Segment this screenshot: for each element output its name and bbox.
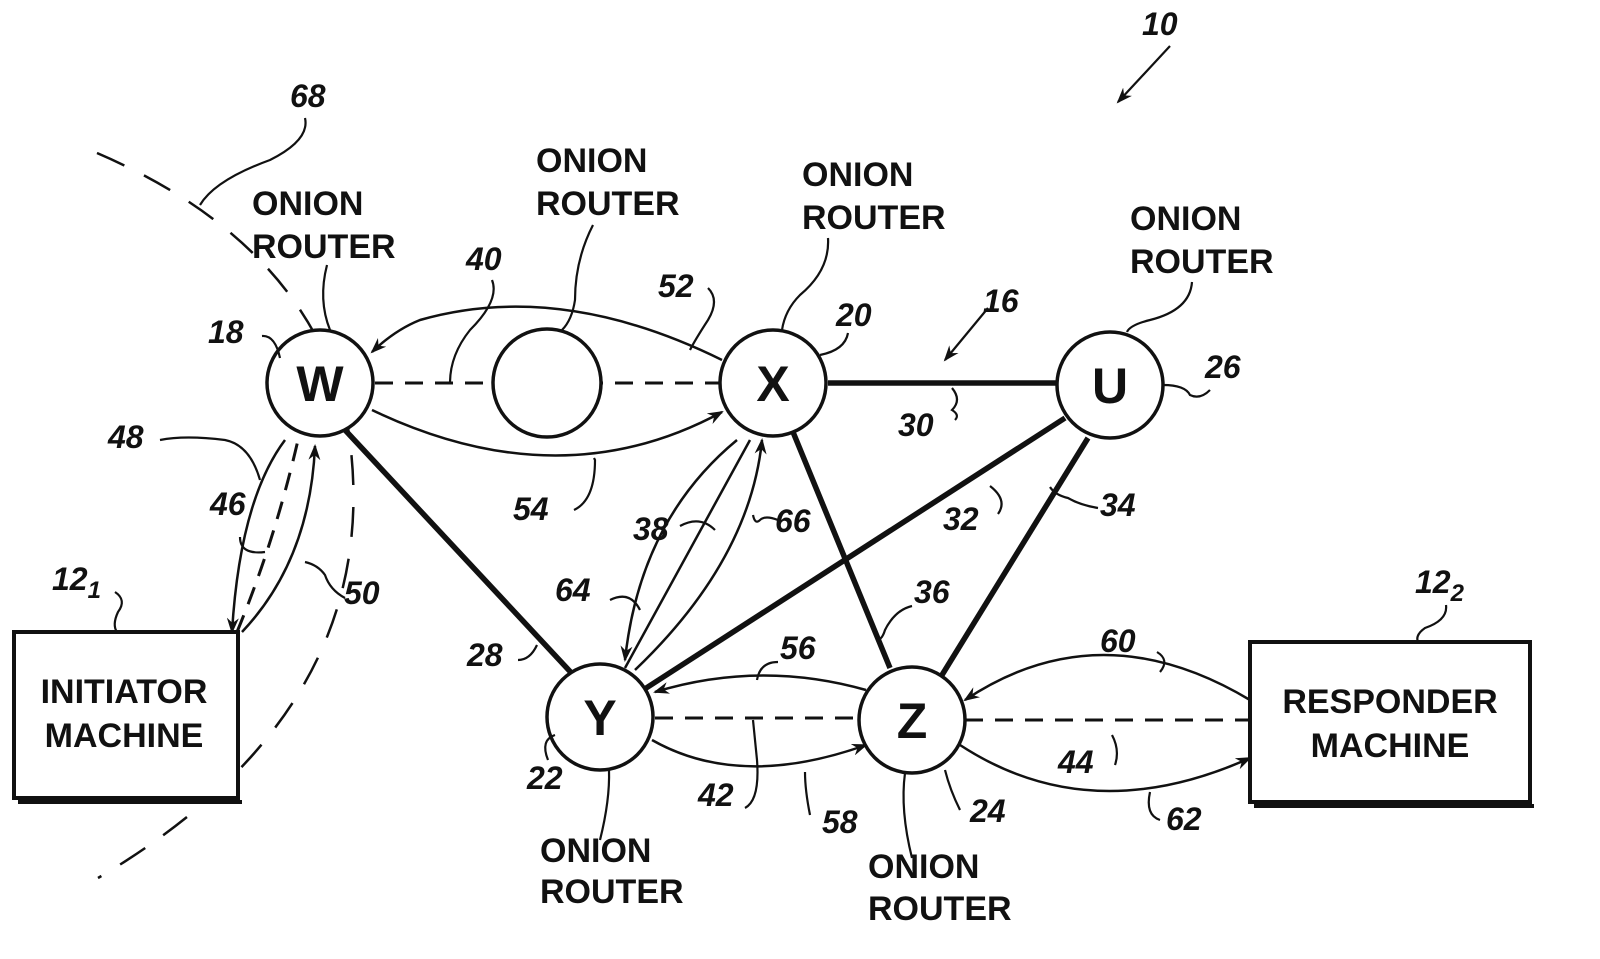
onion-router-x[interactable]: X bbox=[718, 328, 828, 438]
ref-16: 16 bbox=[983, 283, 1019, 319]
arrow-x-to-y bbox=[620, 439, 738, 662]
link-w-y bbox=[342, 428, 581, 682]
caption-m-1: ONION bbox=[536, 142, 647, 180]
arrow-z-to-y bbox=[653, 674, 867, 694]
arrow-y-to-x bbox=[634, 438, 767, 671]
arrow-w-to-initiator bbox=[226, 439, 287, 634]
ref-26: 26 bbox=[1204, 349, 1241, 385]
caption-x-1: ONION bbox=[802, 156, 913, 194]
onion-router-z[interactable]: Z bbox=[857, 665, 967, 775]
ref-48: 48 bbox=[107, 419, 144, 455]
ref-28: 28 bbox=[466, 637, 503, 673]
ref-58: 58 bbox=[822, 804, 858, 840]
caption-w-1: ONION bbox=[252, 185, 363, 223]
ref-30: 30 bbox=[898, 407, 934, 443]
caption-w-2: ROUTER bbox=[252, 228, 396, 266]
caption-z-1: ONION bbox=[868, 848, 979, 886]
arrow-w-to-x bbox=[371, 408, 724, 457]
onion-router-y[interactable]: Y bbox=[545, 662, 655, 772]
ref-54: 54 bbox=[513, 491, 549, 527]
responder-label-line2: MACHINE bbox=[1311, 727, 1470, 765]
ref-10: 10 bbox=[1142, 6, 1178, 42]
ref-12-1: 121 bbox=[52, 561, 101, 604]
caption-z-2: ROUTER bbox=[868, 890, 1012, 928]
ref-18: 18 bbox=[208, 314, 244, 350]
arrow-initiator-to-w bbox=[241, 444, 321, 633]
node-letter: Y bbox=[583, 690, 616, 746]
ref-20: 20 bbox=[835, 297, 872, 333]
ref-44: 44 bbox=[1057, 744, 1094, 780]
arrow-z-to-responder bbox=[959, 743, 1252, 793]
responder-machine[interactable]: RESPONDER MACHINE bbox=[1248, 640, 1534, 808]
ref-66: 66 bbox=[775, 503, 811, 539]
initiator-machine[interactable]: INITIATOR MACHINE bbox=[12, 630, 242, 804]
initiator-label-line2: MACHINE bbox=[45, 717, 204, 755]
initiator-label-line1: INITIATOR bbox=[41, 673, 208, 711]
node-letter: X bbox=[756, 356, 789, 412]
ref-40: 40 bbox=[465, 241, 502, 277]
caption-y-1: ONION bbox=[540, 832, 651, 870]
ref-24: 24 bbox=[969, 793, 1006, 829]
caption-y-2: ROUTER bbox=[540, 873, 684, 911]
node-letter: U bbox=[1092, 358, 1128, 414]
connection-initiator-w bbox=[235, 439, 300, 633]
ref-50: 50 bbox=[344, 575, 380, 611]
ref-62: 62 bbox=[1166, 801, 1202, 837]
node-letter: W bbox=[296, 356, 344, 412]
responder-label-line1: RESPONDER bbox=[1282, 683, 1497, 721]
ref-64: 64 bbox=[555, 572, 591, 608]
ref-34: 34 bbox=[1100, 487, 1136, 523]
ref-46: 46 bbox=[209, 486, 246, 522]
boundary-arc bbox=[96, 151, 355, 880]
caption-u-1: ONION bbox=[1130, 200, 1241, 238]
onion-router-w[interactable]: W bbox=[265, 328, 375, 438]
ref-68: 68 bbox=[290, 78, 326, 114]
caption-m-2: ROUTER bbox=[536, 185, 680, 223]
ref-36: 36 bbox=[914, 574, 950, 610]
link-x-y bbox=[623, 439, 752, 669]
arrow-responder-to-z bbox=[963, 653, 1251, 702]
ref-32: 32 bbox=[943, 501, 979, 537]
link-u-y bbox=[638, 415, 1067, 695]
onion-router-middle[interactable] bbox=[491, 327, 603, 439]
ref-42: 42 bbox=[697, 777, 734, 813]
caption-x-2: ROUTER bbox=[802, 199, 946, 237]
ref-12-2: 122 bbox=[1415, 564, 1465, 607]
onion-router-u[interactable]: U bbox=[1055, 330, 1165, 440]
node-letter: Z bbox=[897, 693, 928, 749]
ref-60: 60 bbox=[1100, 623, 1136, 659]
ref-38: 38 bbox=[633, 511, 669, 547]
ref-52: 52 bbox=[658, 268, 694, 304]
link-x-z bbox=[790, 430, 893, 670]
link-u-z bbox=[939, 436, 1091, 677]
arrow-y-to-z bbox=[651, 738, 868, 768]
caption-u-2: ROUTER bbox=[1130, 243, 1274, 281]
ref-22: 22 bbox=[526, 760, 563, 796]
ref-56: 56 bbox=[780, 630, 816, 666]
arrow-x-to-w bbox=[370, 305, 723, 362]
